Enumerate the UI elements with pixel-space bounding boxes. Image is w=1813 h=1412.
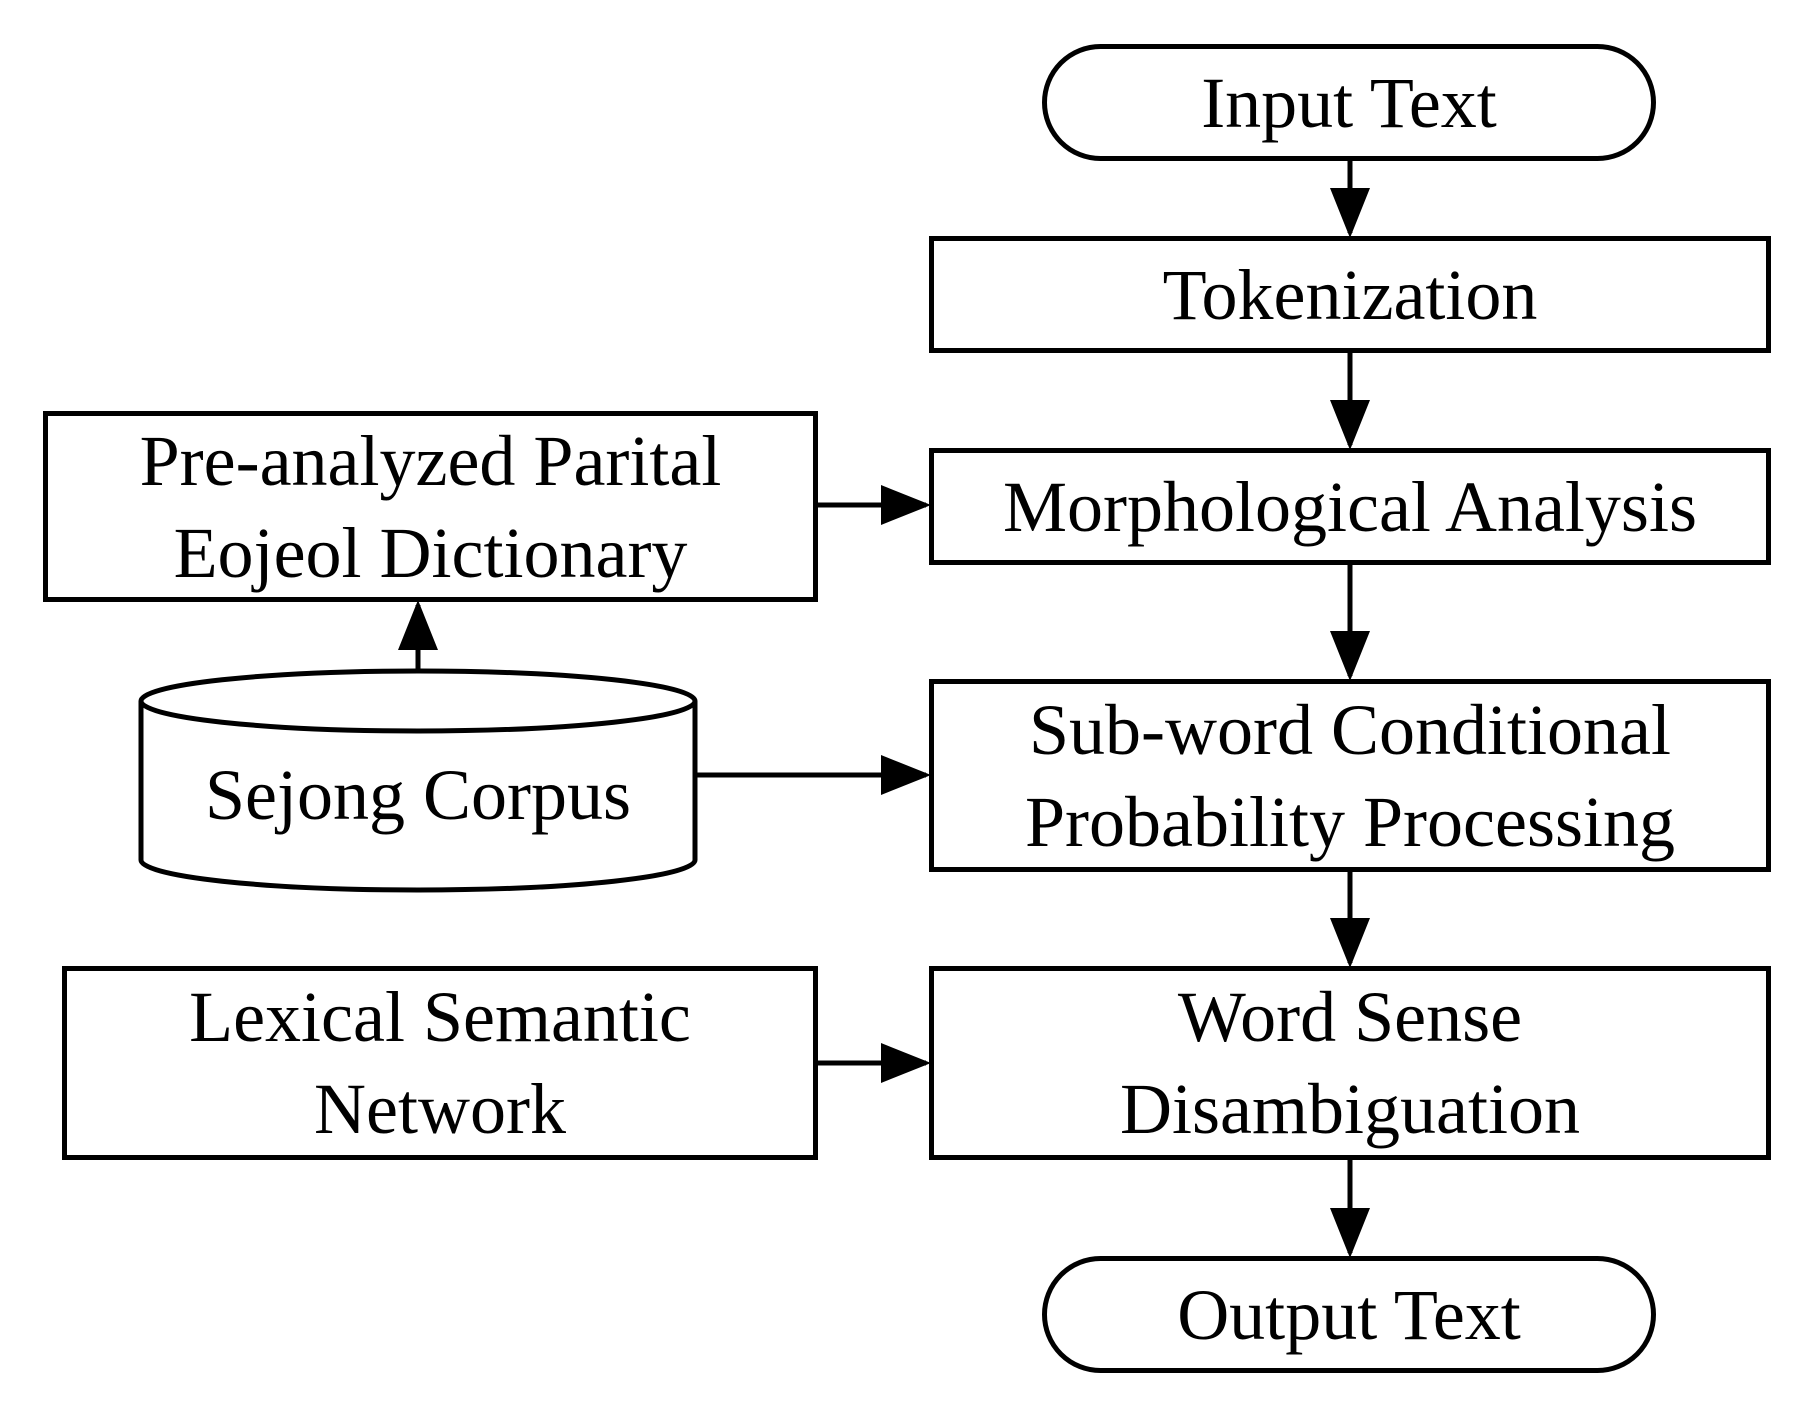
node-word-sense-disambiguation: Word Sense Disambiguation (929, 966, 1771, 1160)
node-label-line-2: Eojeol Dictionary (173, 512, 688, 593)
node-sejong-corpus-label: Sejong Corpus (141, 740, 695, 850)
node-label: Sejong Corpus (204, 755, 632, 835)
node-label: Output Text (1177, 1274, 1521, 1355)
node-label-line-2: Probability Processing (1025, 781, 1675, 862)
node-output-text: Output Text (1042, 1256, 1656, 1373)
node-label-line-1: Lexical Semantic (189, 977, 691, 1057)
node-label-line-2: Network (314, 1069, 566, 1149)
node-tokenization: Tokenization (929, 236, 1771, 353)
node-label-line-2: Disambiguation (1120, 1069, 1580, 1149)
node-label-line-1: Word Sense (1177, 977, 1523, 1057)
node-eojeol-dictionary: Pre-analyzed Parital Eojeol Dictionary (43, 411, 818, 602)
node-lexical-semantic-network: Lexical Semantic Network (62, 966, 818, 1160)
node-label-line-1: Sub-word Conditional (1029, 689, 1671, 770)
node-input-text: Input Text (1042, 44, 1656, 161)
node-morphological-analysis: Morphological Analysis (929, 448, 1771, 565)
node-subword-probability: Sub-word Conditional Probability Process… (929, 679, 1771, 872)
node-label: Input Text (1201, 62, 1497, 143)
node-label-line-1: Pre-analyzed Parital (139, 420, 722, 501)
node-label: Tokenization (1162, 254, 1538, 335)
node-label: Morphological Analysis (1003, 466, 1697, 547)
